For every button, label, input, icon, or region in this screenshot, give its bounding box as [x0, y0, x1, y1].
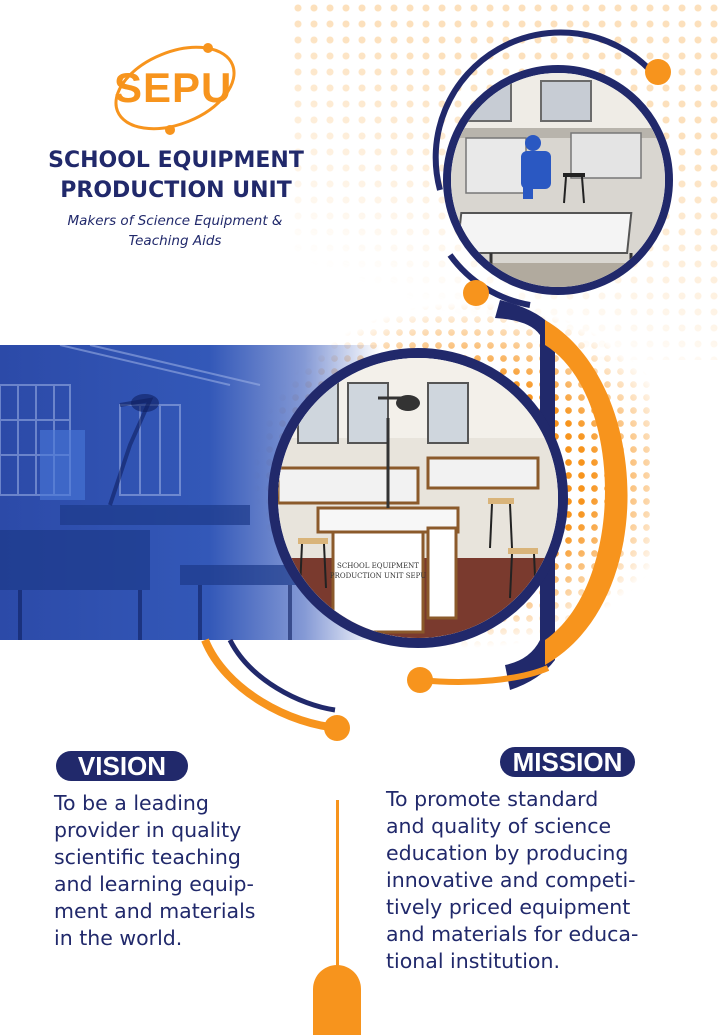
vision-text: To be a leading provider in quality scie…: [54, 791, 256, 950]
sepu-logo: SEPU: [100, 38, 250, 138]
title-line-2: PRODUCTION UNIT: [60, 178, 292, 203]
laboratory-photo-image: SCHOOL EQUIPMENT PRODUCTION UNIT SEPU: [278, 358, 558, 638]
vision-heading: VISION: [56, 751, 188, 781]
workshop-photo: [443, 65, 673, 295]
logo-text: SEPU: [114, 64, 233, 111]
page-title: SCHOOL EQUIPMENT PRODUCTION UNIT: [20, 146, 332, 206]
mission-heading: MISSION: [500, 747, 635, 777]
tagline-line-1: Makers of Science Equipment &: [67, 213, 283, 229]
tagline: Makers of Science Equipment & Teaching A…: [40, 211, 310, 251]
title-line-1: SCHOOL EQUIPMENT: [48, 148, 304, 173]
tagline-line-2: Teaching Aids: [128, 233, 222, 249]
mission-text: To promote standard and quality of scien…: [386, 787, 639, 973]
logo-orbit: [114, 43, 236, 135]
laboratory-photo: SCHOOL EQUIPMENT PRODUCTION UNIT SEPU: [268, 348, 568, 648]
workshop-photo-image: [451, 73, 665, 287]
center-divider: [336, 800, 339, 975]
svg-text:PRODUCTION UNIT SEPU: PRODUCTION UNIT SEPU: [330, 572, 426, 580]
bench-sign: SCHOOL EQUIPMENT: [337, 562, 419, 570]
bottom-tab-decoration: [313, 965, 361, 1035]
